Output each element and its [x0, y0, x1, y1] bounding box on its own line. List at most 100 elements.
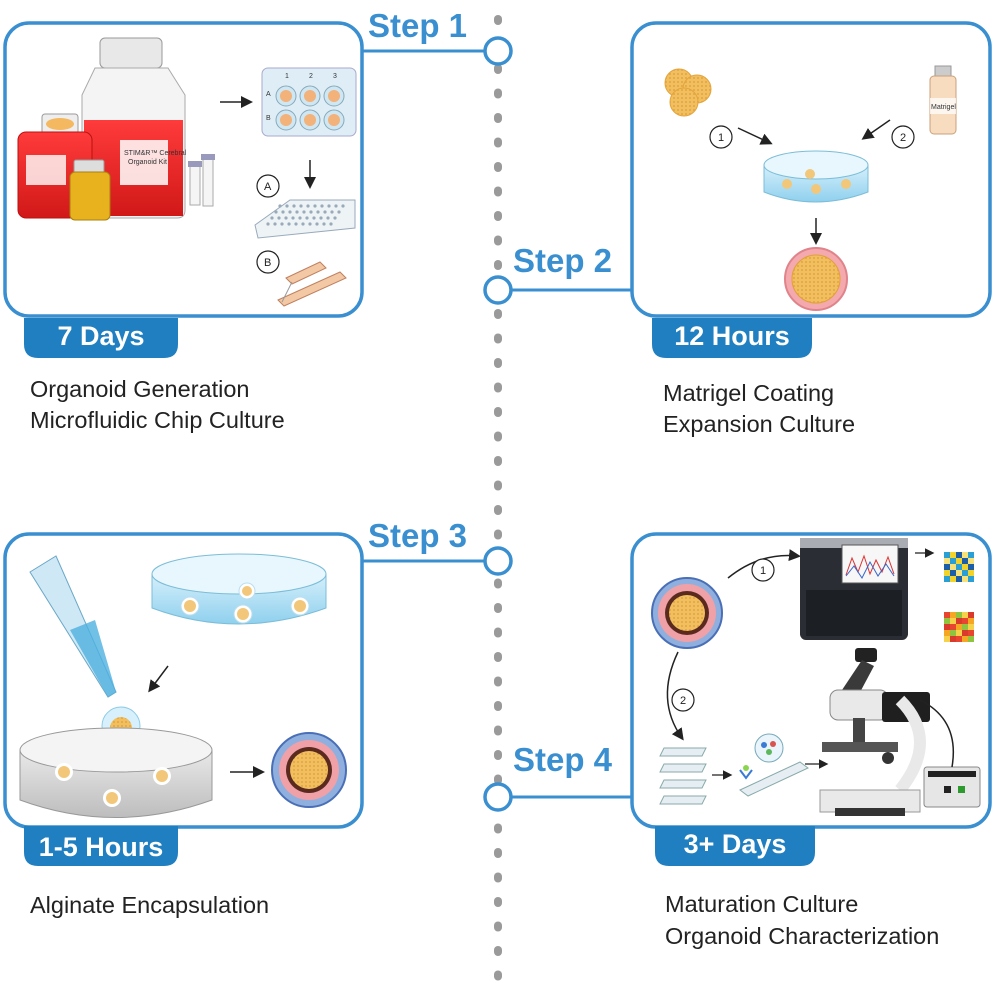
well-96-dot	[306, 204, 310, 208]
plate-well-organoid	[280, 90, 292, 102]
step-4-line-2: Organoid Characterization	[665, 923, 939, 949]
six-well-plate: 1 2 3 A B	[261, 67, 357, 137]
step-2-badge	[652, 318, 812, 358]
step-2-panel: Step 2 Matrigel 1 2	[483, 21, 992, 437]
timeline-dot	[494, 872, 502, 883]
timeline-dot	[494, 309, 502, 319]
timeline-dot	[494, 235, 502, 246]
heatmap-cell	[950, 630, 956, 636]
heatmap-cell	[950, 612, 956, 618]
well-96-dot	[322, 222, 326, 226]
heatmap-cell	[968, 636, 974, 642]
timeline-dot	[494, 113, 502, 123]
timeline-dot	[494, 480, 502, 491]
well-96-dot	[330, 210, 334, 214]
heatmap-cell	[956, 564, 962, 570]
well-96-dot	[313, 204, 317, 208]
heatmap-cell	[950, 624, 956, 630]
heatmap-cell	[944, 624, 950, 630]
plate-row-b: B	[266, 115, 271, 122]
plate-well-organoid	[304, 90, 316, 102]
step-2-marker-1: 1	[718, 132, 724, 144]
timeline-dot	[494, 431, 502, 442]
well-96-dot	[323, 210, 327, 214]
pipette-tip	[29, 555, 117, 698]
heatmap-cell	[968, 612, 974, 618]
step-3-line-1: Alginate Encapsulation	[30, 892, 269, 918]
petri-dish-alginate	[151, 553, 327, 625]
plate-well-organoid	[304, 114, 316, 126]
well-96-dot	[277, 216, 281, 220]
well-96-dot	[274, 210, 278, 214]
well-96-dot	[298, 216, 302, 220]
slides-stack	[659, 747, 707, 805]
heatmap-cell	[950, 618, 956, 624]
heatmap-cell	[950, 576, 956, 582]
timeline-dot	[494, 505, 502, 515]
well-96-dot	[316, 210, 320, 214]
timeline-dot	[494, 382, 502, 393]
well-96-dot	[301, 222, 305, 226]
heatmap-cell	[956, 552, 962, 558]
step-2-line-2: Expansion Culture	[663, 411, 855, 437]
plate-well-organoid	[280, 114, 292, 126]
reagent-bottles-illustration: STIM&R™ Cerebral Organoid Kit	[17, 37, 215, 221]
step-3-title: Step 3	[368, 517, 467, 554]
organoid-cluster	[664, 68, 712, 117]
plate-row-a: A	[266, 91, 271, 98]
petri-dish-matrigel	[763, 150, 869, 203]
well-96-dot	[309, 210, 313, 214]
well-96-dot	[295, 210, 299, 214]
step-3-panel: Step 3	[3, 517, 513, 918]
timeline-dot	[494, 186, 502, 197]
timeline-dot	[494, 774, 502, 785]
heatmap-cell	[956, 558, 962, 564]
step-1-line-2: Microfluidic Chip Culture	[30, 407, 285, 433]
step-1-line-1: Organoid Generation	[30, 376, 249, 402]
timeline-dot	[494, 358, 502, 368]
step-1-title: Step 1	[368, 7, 467, 44]
heatmap-cell	[944, 552, 950, 558]
step-1-duration: 7 Days	[57, 321, 144, 351]
step-2-node	[483, 275, 513, 305]
well-plate-96	[254, 199, 356, 239]
timeline-dot	[494, 456, 502, 466]
heatmap-cell	[956, 612, 962, 618]
timeline-dot	[494, 897, 502, 907]
timeline-dot	[494, 578, 502, 589]
timeline-dot	[494, 750, 502, 760]
sequencer-instrument	[800, 538, 908, 640]
plate-well-organoid	[328, 114, 340, 126]
heatmap-cell	[950, 558, 956, 564]
heatmap-cell	[962, 564, 968, 570]
matrigel-vial: Matrigel	[929, 65, 957, 135]
heatmap-cell	[968, 576, 974, 582]
heatmap-cell	[968, 570, 974, 576]
well-96-dot	[337, 210, 341, 214]
heatmap-cell	[968, 618, 974, 624]
gel-bath-dish	[19, 727, 213, 818]
step-2-line-1: Matrigel Coating	[663, 380, 834, 406]
heatmap-cell	[962, 624, 968, 630]
step-4-title: Step 4	[513, 741, 613, 778]
timeline-dot	[494, 88, 502, 99]
heatmap-cell	[956, 570, 962, 576]
timeline-dot	[494, 701, 502, 711]
plate-col-2: 2	[309, 73, 313, 80]
timeline-dot	[494, 823, 502, 834]
heatmap-cell	[956, 630, 962, 636]
microscope	[819, 648, 930, 816]
microfluidic-chip	[277, 261, 347, 307]
well-96-dot	[302, 210, 306, 214]
timeline-dot	[494, 652, 502, 662]
well-96-dot	[294, 222, 298, 226]
well-96-dot	[292, 204, 296, 208]
heatmap-cell	[962, 636, 968, 642]
step-2-title: Step 2	[513, 242, 612, 279]
well-96-dot	[284, 216, 288, 220]
timeline-dot	[494, 970, 502, 981]
heatmap-cell	[944, 570, 950, 576]
heatmap-cell	[968, 558, 974, 564]
heatmap-cell	[956, 618, 962, 624]
